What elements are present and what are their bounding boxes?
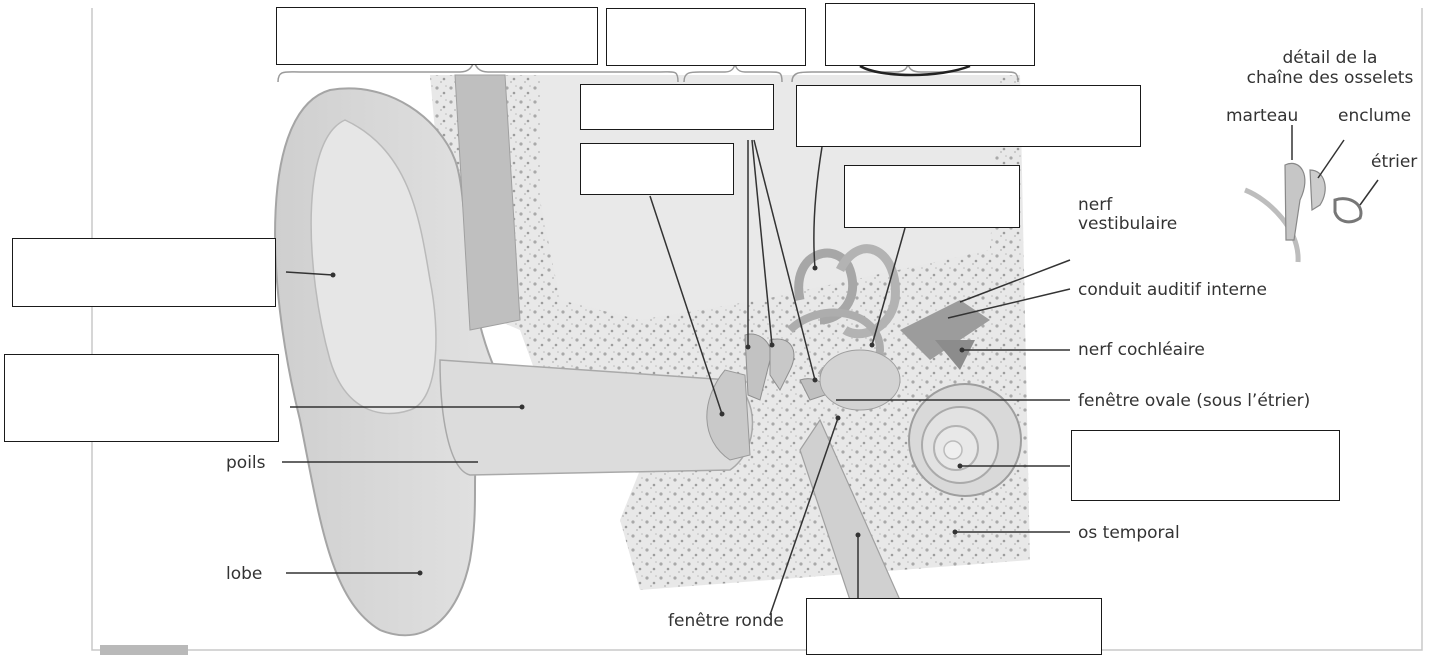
label-fenetre-ronde: fenêtre ronde xyxy=(668,611,784,631)
detail-title-line-1: détail de la xyxy=(1250,48,1410,68)
label-vestibulaire: vestibulaire xyxy=(1078,214,1177,234)
answer-box-outer-ear[interactable] xyxy=(276,7,598,65)
answer-box-semicircular-canals[interactable] xyxy=(796,85,1141,147)
answer-box-eustachian-tube[interactable] xyxy=(806,598,1102,655)
label-os-temporal: os temporal xyxy=(1078,523,1180,543)
label-lobe: lobe xyxy=(226,564,262,584)
detail-label-etrier: étrier xyxy=(1371,152,1417,172)
answer-box-cochlea[interactable] xyxy=(1071,430,1340,501)
cochlea-apex xyxy=(944,441,962,459)
answer-box-vestibule[interactable] xyxy=(844,165,1020,228)
label-poils: poils xyxy=(226,453,266,473)
detail-label-enclume: enclume xyxy=(1338,106,1411,126)
brace-accent xyxy=(860,66,970,75)
answer-box-inner-ear[interactable] xyxy=(825,3,1035,66)
vestibule xyxy=(820,350,900,410)
ossicle-detail-drawing xyxy=(1245,125,1378,262)
label-fenetre-ovale: fenêtre ovale (sous l’étrier) xyxy=(1078,391,1310,411)
answer-box-ossicles[interactable] xyxy=(580,84,774,130)
label-nerf: nerf xyxy=(1078,195,1112,215)
detail-label-marteau: marteau xyxy=(1226,106,1298,126)
answer-box-eardrum[interactable] xyxy=(580,143,734,195)
page-tab-marker xyxy=(100,645,188,655)
label-conduit-auditif-interne: conduit auditif interne xyxy=(1078,280,1267,300)
detail-title-line-2: chaîne des osselets xyxy=(1230,68,1430,88)
label-nerf-cochleaire: nerf cochléaire xyxy=(1078,340,1205,360)
answer-box-pinna[interactable] xyxy=(12,238,276,307)
answer-box-ear-canal[interactable] xyxy=(4,354,279,442)
answer-box-middle-ear[interactable] xyxy=(606,8,806,66)
